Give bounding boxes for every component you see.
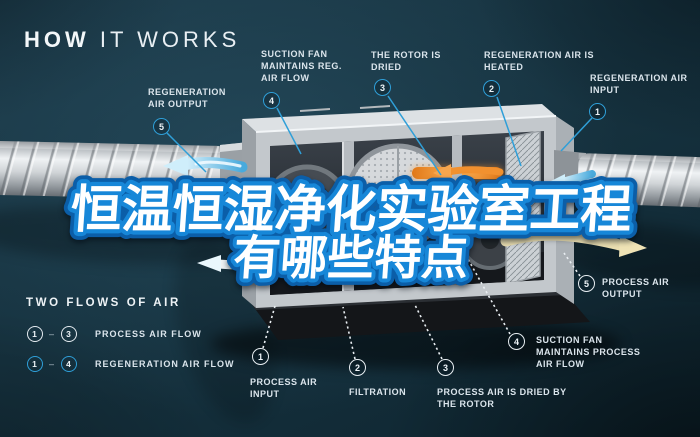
callout-circle-process-1: 1 [252,348,269,365]
callout-label-process-3: PROCESS AIR IS DRIED BY THE ROTOR [437,387,567,410]
callout-circle-process-2: 2 [349,359,366,376]
callout-number: 5 [158,121,164,132]
callout-line-process-2 [342,306,356,360]
left-duct [0,140,229,200]
page-title: HOW IT WORKS [24,27,240,53]
callout-label-regen-2: REGENERATION AIR IS HEATED [484,50,595,73]
callout-line-regen-1 [560,117,593,152]
callout-number: 2 [488,83,494,94]
regen-inside-arrow [239,207,317,230]
callout-circle-regen-1: 1 [589,103,606,120]
headline-line2-outline: 有哪些特点 [232,231,471,286]
machine-top-face [242,104,556,132]
callout-label-regen-4: SUCTION FAN MAINTAINS REG. AIR FLOW [261,49,342,84]
callout-circle-regen-4: 4 [263,92,280,109]
legend-label: PROCESS AIR FLOW [95,329,202,339]
callout-line-process-1 [262,305,276,349]
legend-separator: – [49,359,56,369]
callout-label-process-5: PROCESS AIR OUTPUT [602,277,670,300]
regen-callout-lines [166,95,593,176]
callout-number: 1 [257,351,263,362]
callout-number: 3 [379,82,385,93]
callout-label-regen-3: THE ROTOR IS DRIED [371,50,441,73]
callout-label-regen-5: REGENERATION AIR OUTPUT [148,87,226,110]
headline-line1-outline: 恒温恒湿净化实验室工程 [69,181,634,240]
headline-line2: 有哪些特点 [232,231,471,286]
legend-title: TWO FLOWS OF AIR [26,297,181,309]
title-bold: HOW [24,27,90,52]
callout-line-regen-2 [496,96,522,167]
callout-number: 1 [594,106,600,117]
callout-line-process-4 [463,251,511,335]
right-duct [577,152,700,208]
title-light: IT WORKS [99,27,241,52]
callout-number: 4 [513,336,519,347]
callout-number: 3 [442,362,448,373]
callout-circle-process-3: 3 [437,359,454,376]
legend-separator: – [49,329,56,339]
regen-input-arrow [547,170,596,191]
regen-output-arrow [163,155,248,176]
callout-line-regen-4 [276,107,302,155]
legend-row-process: 1 – 3 PROCESS AIR FLOW [27,326,202,342]
legend-circle-from: 1 [27,326,43,342]
legend-circle-to: 3 [61,326,78,342]
airflow-arrows [163,155,647,272]
callout-circle-regen-5: 5 [153,118,170,135]
heated-air-arrow [433,163,504,181]
process-callout-lines [262,251,581,360]
callout-label-regen-1: REGENERATION AIR INPUT [590,73,688,96]
callout-label-process-1: PROCESS AIR INPUT [250,377,318,400]
callout-circle-regen-3: 3 [374,79,391,96]
callout-number: 2 [354,362,360,373]
callout-circle-process-5: 5 [578,275,595,292]
callout-label-process-4: SUCTION FAN MAINTAINS PROCESS AIR FLOW [536,335,641,370]
legend-circle-from: 1 [27,356,43,372]
callout-line-regen-3 [387,95,442,176]
callout-circle-process-4: 4 [508,333,525,350]
legend-label: REGENERATION AIR FLOW [95,359,235,369]
process-input-arrow [197,247,335,272]
callout-number: 4 [268,95,274,106]
callout-circle-regen-2: 2 [483,80,500,97]
machine-body [242,104,574,308]
headline-line1: 恒温恒湿净化实验室工程 [69,181,634,240]
right-fan [460,210,520,270]
callout-line-regen-5 [166,132,207,173]
process-output-arrow [500,229,647,257]
callout-number: 5 [583,278,589,289]
callout-label-process-2: FILTRATION [349,387,407,397]
legend-row-regeneration: 1 – 4 REGENERATION AIR FLOW [27,356,235,372]
legend-circle-to: 4 [61,356,78,372]
